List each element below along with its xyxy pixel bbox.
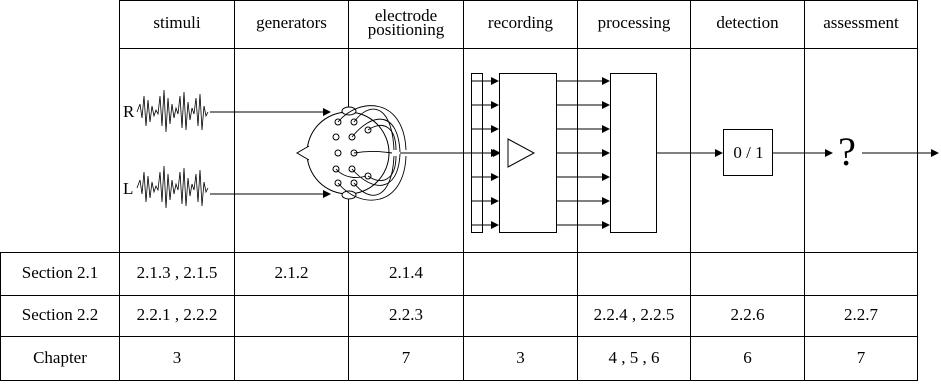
header-processing: processing — [597, 13, 671, 32]
right-ear-label: R — [123, 102, 135, 121]
cell-processing: 4 , 5 , 6 — [608, 348, 660, 367]
cell-assessment: 2.2.7 — [844, 305, 878, 324]
header-assessment: assessment — [823, 13, 899, 32]
cell-recording: 3 — [516, 348, 525, 367]
header-electrode-positioning: electrode positioning — [349, 6, 463, 39]
row-label: Section 2.2 — [21, 305, 99, 324]
cell-stimuli: 2.2.1 , 2.2.2 — [136, 305, 218, 324]
stimulus-waveform-left — [136, 165, 209, 209]
table-grid — [0, 0, 918, 381]
cell-generators: 2.1.2 — [274, 263, 309, 282]
processing-block — [610, 73, 657, 233]
cell-detection: 6 — [743, 348, 752, 367]
recording-input-arrows — [472, 77, 499, 229]
recording-block — [471, 73, 557, 233]
cell-electrode: 2.1.4 — [389, 263, 423, 282]
cell-detection: 2.2.6 — [730, 305, 765, 324]
cell-stimuli: 2.1.3 , 2.1.5 — [136, 263, 218, 282]
left-ear-label: L — [123, 179, 134, 198]
cell-electrode: 2.2.3 — [389, 305, 423, 324]
detector-label: 0 / 1 — [733, 143, 764, 162]
assessment-question-mark: ? — [838, 129, 856, 174]
cell-assessment: 7 — [856, 348, 866, 367]
channel-arrows — [557, 77, 610, 229]
header-detection: detection — [716, 13, 779, 32]
electrode-wires — [335, 105, 407, 201]
cell-electrode: 7 — [401, 348, 411, 367]
stimulus-waveform-right — [136, 89, 209, 133]
header-stimuli: stimuli — [153, 13, 201, 32]
cell-processing: 2.2.4 , 2.2.5 — [593, 305, 675, 324]
header-electrode-line1: electrode — [374, 6, 438, 25]
row-label: Chapter — [33, 348, 87, 367]
row-label: Section 2.1 — [21, 263, 99, 282]
header-generators: generators — [256, 13, 327, 32]
header-recording: recording — [487, 13, 554, 32]
header-electrode-line2: positioning — [367, 20, 445, 39]
detection-block — [723, 129, 773, 176]
cell-stimuli: 3 — [172, 348, 182, 367]
